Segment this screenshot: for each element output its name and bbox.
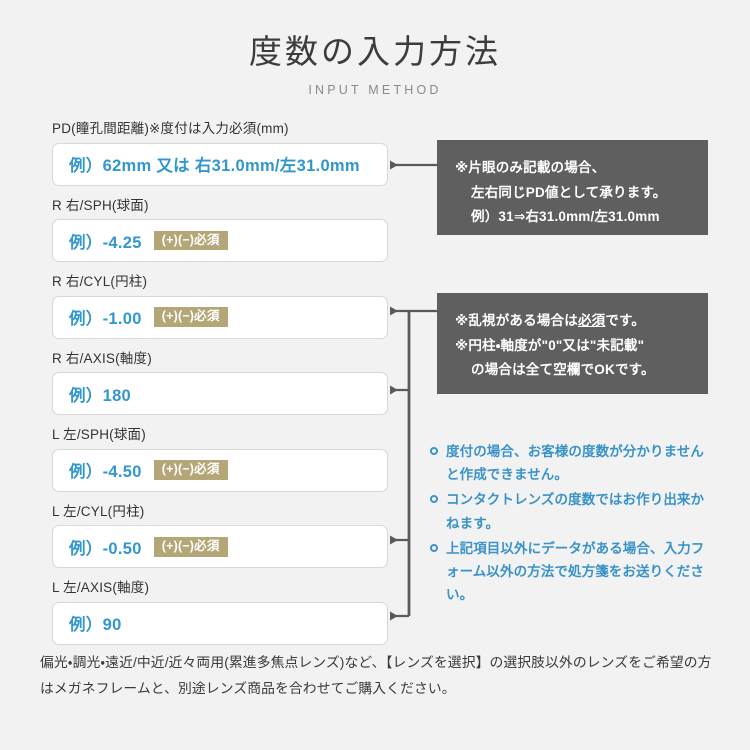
required-badge-r-sph: (+)(−)必須: [153, 230, 228, 251]
bullet-text-1: 度付の場合、お客様の度数が分かりませんと作成できません。: [446, 444, 704, 483]
field-group-r-axis: R 右/AXIS(軸度) 例）180: [52, 350, 388, 416]
bullet-text-2: コンタクトレンズの度数ではお作り出来かねます。: [446, 492, 705, 531]
circle-bullet-icon: [430, 495, 438, 504]
notice-bullet-list: 度付の場合、お客様の度数が分かりませんと作成できません。 コンタクトレンズの度数…: [430, 440, 715, 609]
field-input-l-sph[interactable]: 例）-4.50 (+)(−)必須: [52, 448, 388, 492]
field-label-r-cyl: R 右/CYL(円柱): [52, 274, 148, 290]
field-group-r-cyl: R 右/CYL(円柱) 例）-1.00 (+)(−)必須: [52, 273, 388, 339]
circle-bullet-icon: [430, 447, 438, 455]
note-cyl-line-1-underlined: 必須: [577, 313, 606, 328]
note-pd-line-1: ※片眼のみ記載の場合、: [455, 160, 606, 175]
field-input-pd[interactable]: 例）62mm 又は 右31.0mm/左31.0mm: [52, 142, 388, 186]
field-value-r-sph: 例）-4.25: [69, 233, 142, 252]
note-pd-line-2: 左右同じPD値として承ります。: [471, 184, 667, 200]
field-label-l-cyl: L 左/CYL(円柱): [52, 503, 145, 519]
page-title: 度数の入力方法: [249, 33, 501, 70]
note-box-pd: ※片眼のみ記載の場合、 左右同じPD値として承ります。 例）31⇒右31.0mm…: [437, 140, 708, 235]
field-input-l-cyl[interactable]: 例）-0.50 (+)(−)必須: [52, 525, 388, 569]
field-label-r-sph: R 右/SPH(球面): [52, 197, 149, 213]
field-value-r-axis: 例）180: [69, 386, 132, 405]
required-badge-l-cyl: (+)(−)必須: [153, 537, 228, 557]
field-group-l-cyl: L 左/CYL(円柱) 例）-0.50 (+)(−)必須: [52, 503, 388, 569]
required-badge-l-sph: (+)(−)必須: [153, 460, 228, 480]
list-item: コンタクトレンズの度数ではお作り出来かねます。: [430, 488, 715, 534]
field-value-l-cyl: 例）-0.50: [69, 539, 142, 558]
bullet-text-3: 上記項目以外にデータがある場合、入力フォーム以外の方法で処方箋をお送りください。: [446, 540, 705, 603]
list-item: 上記項目以外にデータがある場合、入力フォーム以外の方法で処方箋をお送りください。: [430, 537, 715, 607]
field-group-l-axis: L 左/AXIS(軸度) 例）90: [52, 579, 388, 645]
field-value-pd: 例）62mm 又は 右31.0mm/左31.0mm: [69, 157, 360, 176]
list-item: 度付の場合、お客様の度数が分かりませんと作成できません。: [430, 440, 715, 486]
field-group-l-sph: L 左/SPH(球面) 例）-4.50 (+)(−)必須: [52, 426, 388, 492]
page-header: 度数の入力方法 INPUT METHOD: [0, 32, 750, 97]
field-label-l-sph: L 左/SPH(球面): [52, 427, 146, 443]
note-cyl-line-1-b: です。: [605, 313, 646, 328]
note-pd-line-3: 例）31⇒右31.0mm/左31.0mm: [471, 209, 660, 225]
field-input-r-cyl[interactable]: 例）-1.00 (+)(−)必須: [52, 295, 388, 339]
footer-note: 偏光・調光・遠近/中近/近々両用(累進多焦点レンズ)など、【レンズを選択】の選択…: [40, 655, 712, 696]
field-group-r-sph: R 右/SPH(球面) 例）-4.25 (+)(−)必須: [52, 197, 388, 263]
field-value-l-sph: 例）-4.50: [69, 463, 142, 482]
page-subtitle: INPUT METHOD: [308, 82, 442, 97]
circle-bullet-icon: [430, 543, 438, 552]
field-value-l-axis: 例）90: [69, 616, 122, 635]
prescription-form: PD(瞳孔間距離)※度付は入力必須(mm) 例）62mm 又は 右31.0mm/…: [52, 120, 388, 656]
note-cyl-line-3: の場合は全て空欄でOKです。: [471, 362, 655, 378]
field-input-l-axis[interactable]: 例）90: [52, 601, 388, 645]
field-label-pd: PD(瞳孔間距離)※度付は入力必須(mm): [52, 121, 289, 136]
required-badge-r-cyl: (+)(−)必須: [153, 307, 228, 327]
note-cyl-line-1-a: ※乱視がある場合は: [455, 313, 578, 328]
field-label-r-axis: R 右/AXIS(軸度): [52, 350, 152, 366]
note-box-cyl: ※乱視がある場合は必須です。 ※円柱・軸度が"0"又は"未記載" の場合は全て空…: [437, 293, 708, 394]
note-cyl-line-1: ※乱視がある場合は必須です。: [455, 309, 708, 334]
field-input-r-axis[interactable]: 例）180: [52, 372, 388, 416]
field-group-pd: PD(瞳孔間距離)※度付は入力必須(mm) 例）62mm 又は 右31.0mm/…: [52, 120, 388, 186]
field-value-r-cyl: 例）-1.00: [69, 310, 142, 329]
note-cyl-line-2: ※円柱・軸度が"0"又は"未記載": [455, 337, 645, 353]
field-label-l-axis: L 左/AXIS(軸度): [52, 580, 150, 596]
field-input-r-sph[interactable]: 例）-4.25 (+)(−)必須: [52, 219, 388, 263]
